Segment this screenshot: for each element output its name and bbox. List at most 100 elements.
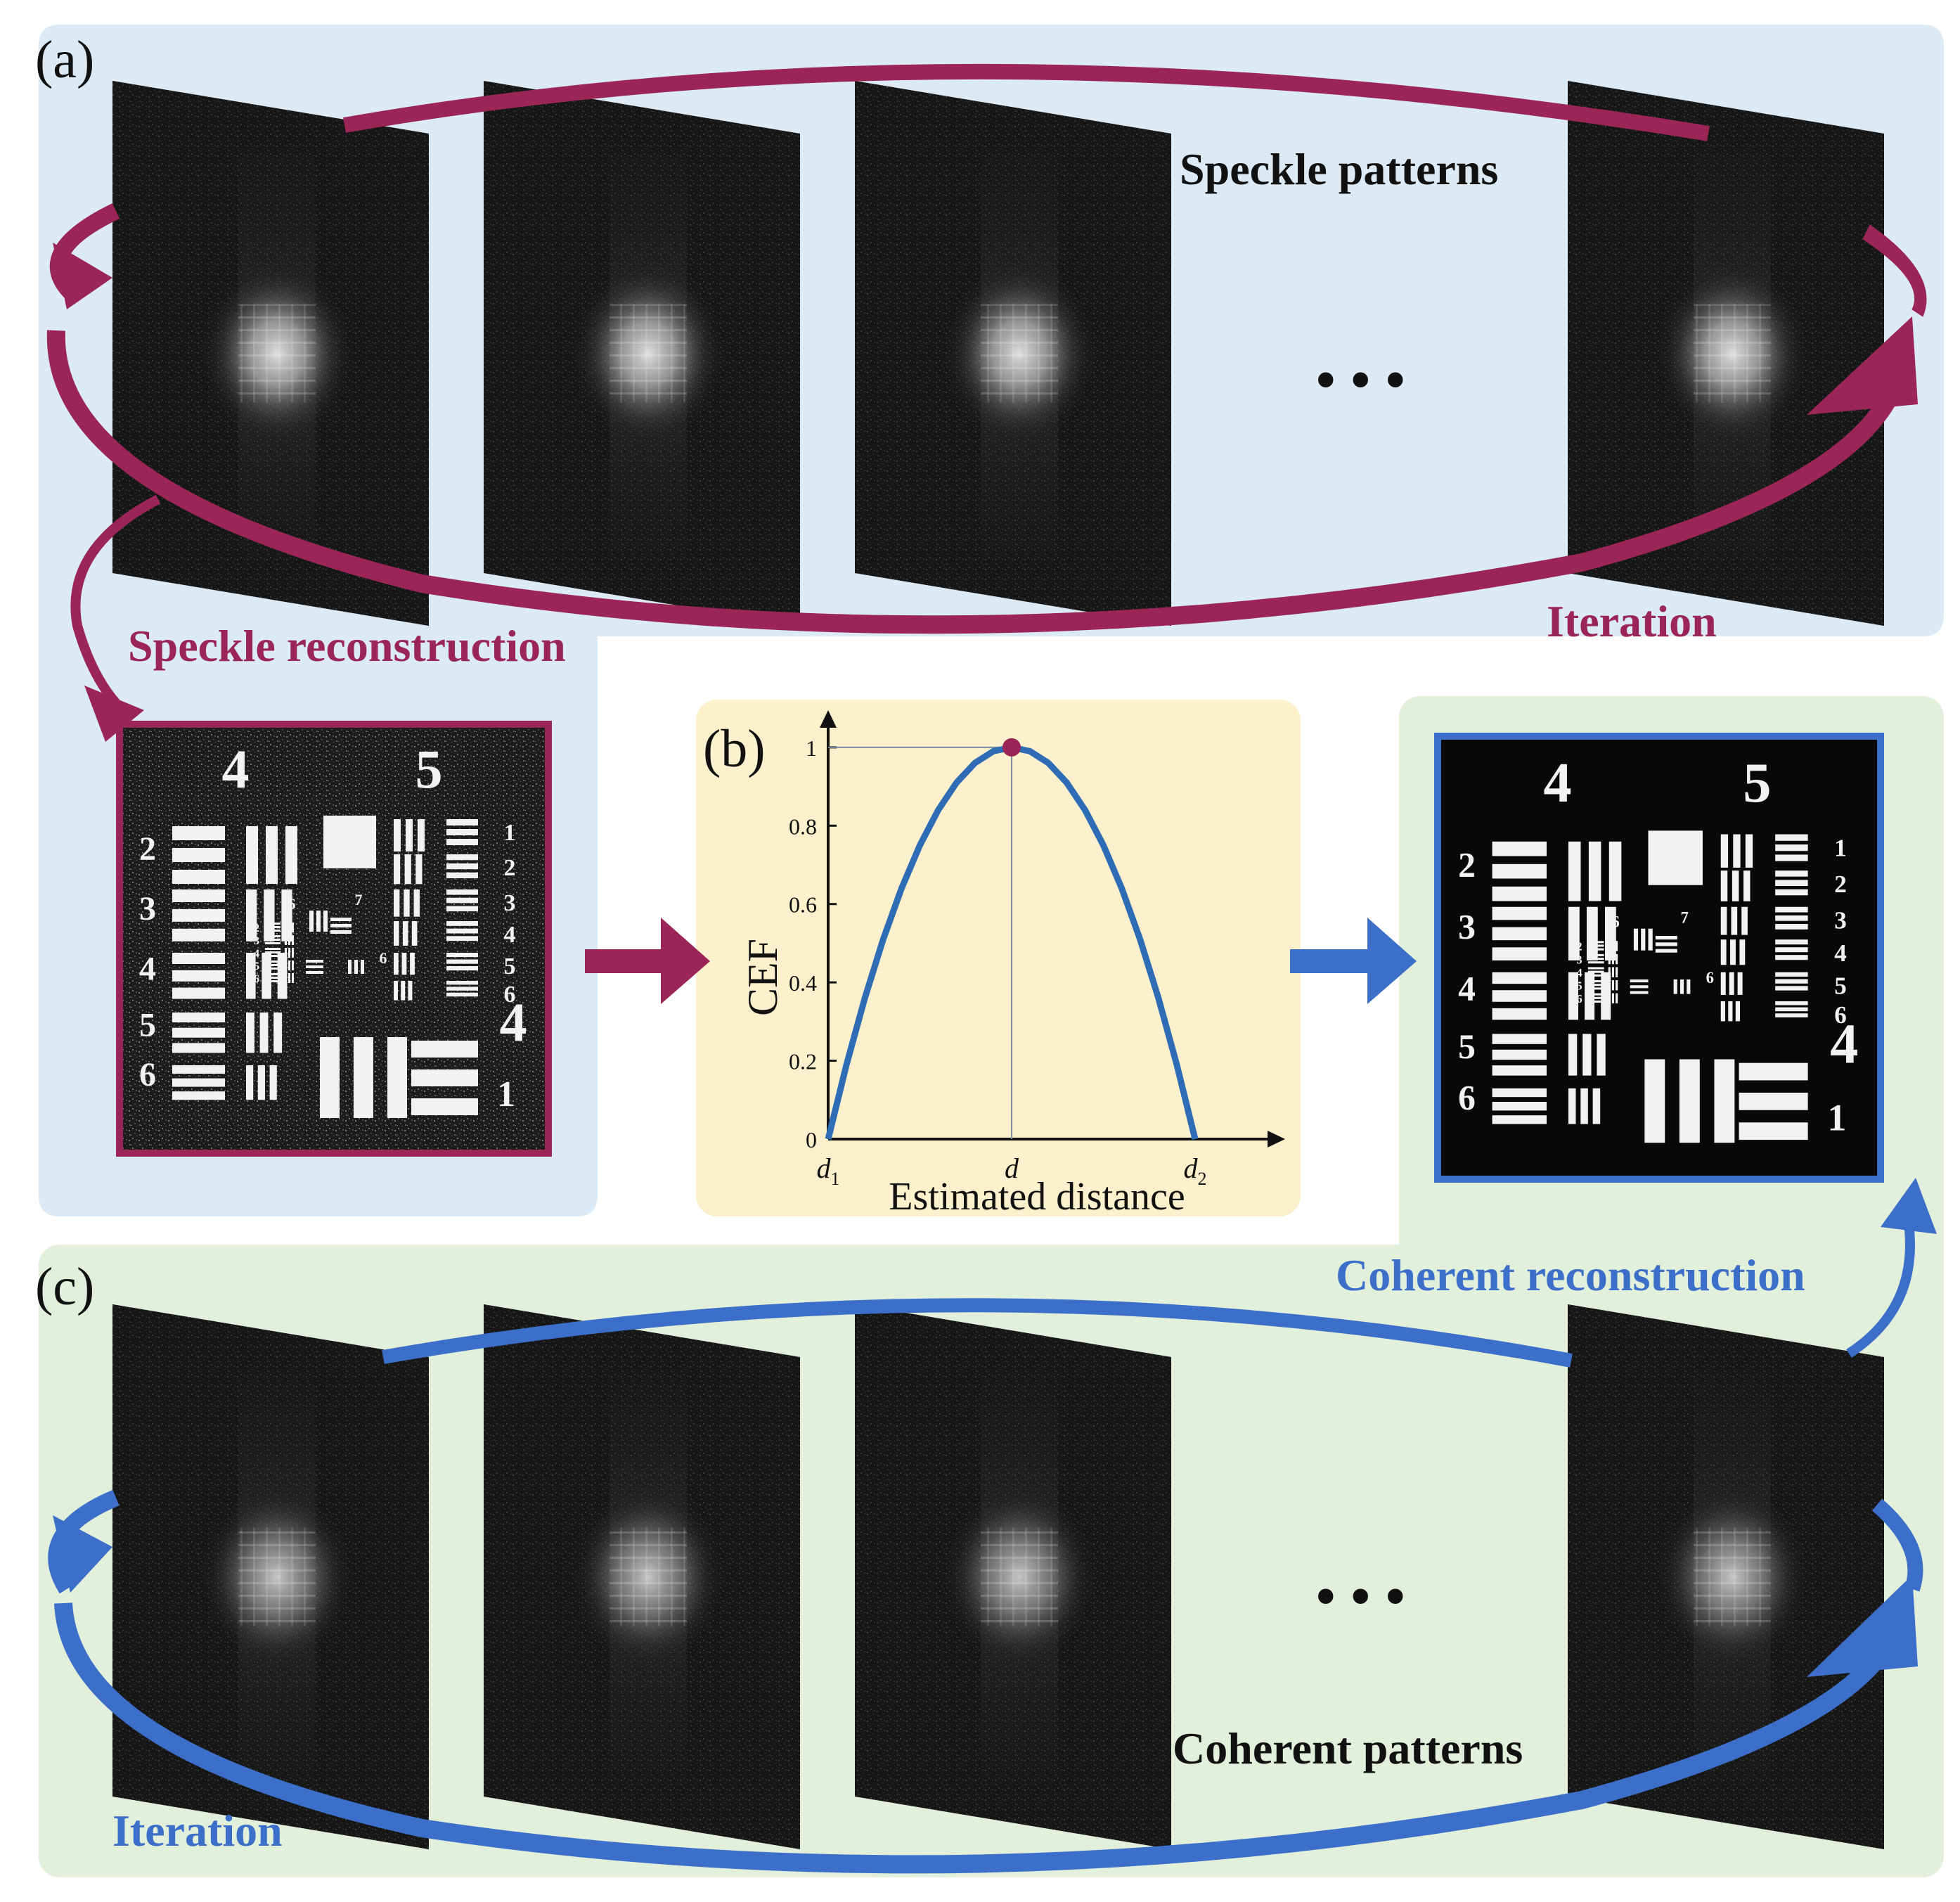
panel-c-label: (c) bbox=[35, 1257, 94, 1316]
target-inner-number: 2 bbox=[254, 923, 259, 934]
coherent-pattern-card bbox=[1568, 1304, 1884, 1849]
target-bottom-number: 1 bbox=[1827, 1097, 1846, 1139]
target-bottom-number: 1 bbox=[497, 1074, 515, 1114]
to-coherent-image-arrow bbox=[1290, 918, 1417, 1004]
coherent-arc-top bbox=[382, 1298, 1573, 1368]
target-group-label-left: 4 bbox=[222, 738, 250, 799]
speckle-pattern-card bbox=[112, 81, 429, 626]
target-row-number-right: 4 bbox=[504, 922, 516, 948]
iteration-arrowhead-left bbox=[53, 243, 112, 309]
target-row-number: 2 bbox=[1458, 845, 1476, 884]
target-row-number-right: 3 bbox=[1834, 907, 1847, 934]
target-row-number-right: 5 bbox=[504, 953, 516, 979]
target-inner-number: 4 bbox=[1576, 966, 1582, 979]
speckle-reconstruction-arrow bbox=[70, 494, 161, 707]
coherent-reconstruction-label: Coherent reconstruction bbox=[1336, 1250, 1805, 1300]
target-inner-number: 6 bbox=[1611, 913, 1619, 931]
coherent-arrowhead-left bbox=[53, 1515, 112, 1593]
chart-y-tick-label: 1 bbox=[806, 735, 817, 761]
target-inner-number: 6 bbox=[254, 973, 259, 985]
speckle-ellipsis: ••• bbox=[1315, 345, 1419, 415]
speckle-patterns-label: Speckle patterns bbox=[1180, 144, 1498, 194]
chart-y-tick-label: 0.4 bbox=[789, 970, 817, 996]
target-inner-number: 4 bbox=[254, 948, 259, 960]
target-group-label-small: 4 bbox=[500, 991, 527, 1053]
iteration-arc-back bbox=[1862, 224, 1927, 317]
target-group-label-right: 5 bbox=[415, 738, 443, 799]
coherent-iteration-loop bbox=[48, 1178, 1937, 1874]
target-group-label-right: 5 bbox=[1743, 752, 1771, 814]
speckle-iteration-label: Iteration bbox=[1547, 596, 1717, 646]
speckle-reconstruction-arrowhead bbox=[84, 686, 144, 742]
iteration-arc-bottom bbox=[46, 330, 1900, 634]
target-row-number: 5 bbox=[139, 1007, 156, 1044]
iteration-arrowhead-right bbox=[1807, 316, 1918, 415]
target-row-number-right: 4 bbox=[1834, 939, 1847, 967]
target-row-number-right: 6 bbox=[1834, 1001, 1847, 1029]
chart-xlabel: Estimated distance bbox=[889, 1175, 1185, 1219]
target-inner-number: 6 bbox=[1706, 969, 1714, 987]
speckle-pattern-card bbox=[1568, 81, 1884, 626]
iteration-arc-top bbox=[343, 63, 1710, 141]
target-row-number-right: 2 bbox=[504, 855, 516, 881]
target-row-number: 6 bbox=[1458, 1079, 1476, 1117]
chart-y-tick-label: 0.6 bbox=[789, 892, 817, 918]
speckle-pattern-card bbox=[484, 81, 800, 626]
speckle-iteration-loop bbox=[46, 63, 1927, 742]
chart-y-tick-label: 0.2 bbox=[789, 1049, 817, 1074]
coherent-ellipsis: ••• bbox=[1315, 1562, 1419, 1631]
coherent-patterns-label: Coherent patterns bbox=[1173, 1723, 1523, 1773]
target-row-number-right: 3 bbox=[504, 890, 516, 916]
target-inner-number: 7 bbox=[355, 891, 363, 908]
coherent-pattern-stack bbox=[112, 1304, 1884, 1849]
chart-y-tick-label: 0 bbox=[806, 1127, 817, 1152]
panel-a-label: (a) bbox=[35, 30, 94, 89]
target-row-number: 6 bbox=[139, 1056, 156, 1093]
chart-y-ticks: 00.20.40.60.81 bbox=[789, 735, 837, 1152]
target-row-number-right: 2 bbox=[1834, 870, 1847, 898]
target-group-label-small: 4 bbox=[1830, 1013, 1858, 1076]
chart-x-tick-label: d bbox=[1005, 1152, 1019, 1184]
target-row-number-right: 1 bbox=[504, 820, 516, 846]
target-row-number: 3 bbox=[139, 890, 156, 927]
target-row-number-right: 1 bbox=[1834, 834, 1847, 861]
chart-x-tick-label: d1 bbox=[817, 1152, 840, 1189]
coherent-reconstruction-arrowhead bbox=[1881, 1178, 1937, 1234]
panel-b-background bbox=[696, 700, 1301, 1216]
chart-series bbox=[825, 738, 1199, 1140]
coherent-arc-right bbox=[1871, 1498, 1923, 1592]
speckle-reconstruction-label: Speckle reconstruction bbox=[128, 621, 566, 671]
coherent-pattern-card bbox=[112, 1304, 429, 1849]
target-row-number: 2 bbox=[139, 830, 156, 868]
target-inner-number: 5 bbox=[1576, 979, 1582, 992]
target-inner-number: 3 bbox=[254, 935, 259, 947]
coherent-iteration-label: Iteration bbox=[112, 1806, 283, 1856]
speckle-pattern-stack bbox=[112, 81, 1884, 626]
chart-peak-point bbox=[1002, 738, 1021, 757]
target-row-number: 4 bbox=[139, 950, 156, 987]
target-inner-number: 2 bbox=[1576, 940, 1582, 953]
chart-ylabel: CEF bbox=[740, 939, 786, 1016]
speckle-pattern-card bbox=[855, 81, 1171, 626]
coherent-pattern-card bbox=[484, 1304, 800, 1849]
target-row-number: 5 bbox=[1458, 1027, 1476, 1066]
chart-x-axis-arrow bbox=[1268, 1131, 1285, 1148]
coherent-reconstruction-arrow bbox=[1846, 1223, 1915, 1358]
target-inner-number: 7 bbox=[1680, 908, 1688, 926]
to-chart-arrow bbox=[585, 918, 710, 1004]
target-inner-number: 5 bbox=[254, 960, 259, 972]
coherent-arc-bottom bbox=[54, 1602, 1900, 1874]
coherent-pattern-card bbox=[855, 1304, 1171, 1849]
chart-y-axis-arrow bbox=[820, 710, 837, 728]
target-row-number-right: 5 bbox=[1834, 972, 1847, 1000]
target-row-number: 3 bbox=[1458, 907, 1476, 946]
coherent-arrowhead-right bbox=[1807, 1575, 1918, 1677]
target-inner-number: 6 bbox=[1576, 992, 1582, 1005]
target-inner-number: 6 bbox=[380, 949, 387, 967]
panel-b-label: (b) bbox=[703, 719, 766, 778]
target-inner-number: 6 bbox=[288, 895, 296, 913]
